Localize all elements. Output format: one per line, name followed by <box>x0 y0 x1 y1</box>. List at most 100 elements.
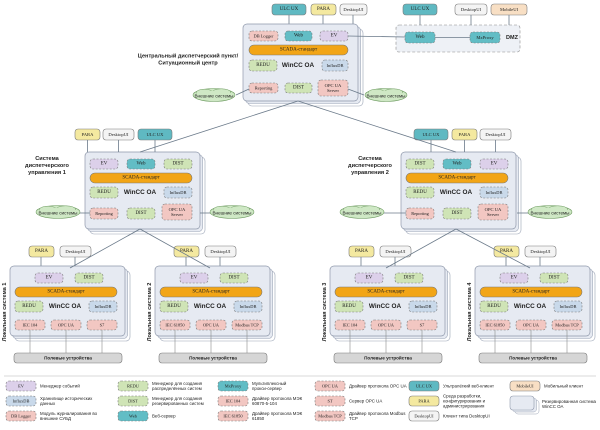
legend-swatch: DB Logger <box>5 410 37 422</box>
redu-manager: REDU <box>479 300 509 313</box>
component-label: PARA <box>180 249 193 254</box>
local2-title: Локальная система 2 <box>147 283 153 342</box>
iec104-driver: IEC 104 <box>334 319 366 331</box>
component-label: EV <box>331 34 338 39</box>
component-label: Modbus TCP <box>318 414 342 419</box>
event-manager: EV <box>179 272 209 284</box>
component-label: OPC UA <box>58 323 75 328</box>
legend-text: Менеджер для создания <box>152 381 203 386</box>
web-server-dmz: Web <box>404 31 436 44</box>
event-manager: EV <box>354 272 384 284</box>
external-systems-label: Внешние системы <box>212 211 251 216</box>
component-label: OPC UA <box>322 384 339 389</box>
opcua-driver: OPC UA <box>195 319 227 331</box>
legend-text: конфигурирования и <box>443 399 486 404</box>
component-label: DIST <box>403 276 414 281</box>
component-label: SCADA-стандарт <box>47 290 85 295</box>
component-label: ULC UX <box>280 7 299 12</box>
component-label: Server <box>171 212 183 217</box>
component-label: DIST <box>83 276 94 281</box>
component-label: PARA <box>82 132 95 137</box>
external-systems-cloud: Внешние системы <box>339 205 385 219</box>
component-label: REDU <box>342 304 356 309</box>
external-systems-cloud: Внешние системы <box>209 205 255 219</box>
external-systems-label: Внешние системы <box>530 211 569 216</box>
legend-swatch: MobileUI <box>509 380 541 392</box>
para-client: PARA <box>451 128 478 141</box>
wincc-oa-title: WinCC OA <box>514 303 547 310</box>
redu-manager: REDU <box>89 186 119 199</box>
legend-text: Мультиплексный <box>252 381 287 386</box>
local1-title: Локальная система 1 <box>2 283 8 342</box>
external-systems-label: Внешние системы <box>366 94 405 99</box>
web-server: Web <box>284 30 313 42</box>
dist-manager: DIST <box>219 272 249 284</box>
legend-text: Ультралёгкий веб-клиент <box>443 384 494 389</box>
component-label: PARA <box>500 249 513 254</box>
legend-text: Менеджер событий <box>40 384 80 389</box>
ulc-ux-client: ULC UX <box>137 128 173 141</box>
legend-text: TCP <box>349 416 358 421</box>
redu-manager: REDU <box>248 59 278 72</box>
component-label: IEC 61850 <box>165 323 185 328</box>
component-label: EV <box>491 162 498 167</box>
component-label: OPC UA <box>523 323 540 328</box>
component-label: Reporting <box>95 211 113 216</box>
component-label: DesktopUI <box>461 7 482 12</box>
legend-text: Драйвер протокола МЭК <box>252 411 303 416</box>
link-central-control1 <box>139 100 299 153</box>
scada-standard-bus: SCADA-стандарт <box>159 286 263 298</box>
modbus-driver: Modbus TCP <box>551 319 583 331</box>
field-devices: Полевые устройства <box>333 352 443 364</box>
legend-text: Модуль журналирования во <box>40 411 98 416</box>
field-devices: Полевые устройства <box>158 352 268 364</box>
legend-text: прокси-сервер <box>252 386 282 391</box>
external-systems-cloud: Внешние системы <box>364 88 408 102</box>
component-label: IEC 61850 <box>485 323 505 328</box>
dist-manager: DIST <box>163 158 193 170</box>
event-manager: EV <box>34 272 64 284</box>
influxdb: InfluxDB <box>553 300 583 313</box>
legend-swatch: ST <box>314 395 346 407</box>
external-systems-cloud: Внешние системы <box>192 88 236 102</box>
para-client: PARA <box>310 3 337 16</box>
control1-title: управления 1 <box>28 170 66 176</box>
legend-swatch: DesktopUI <box>408 410 440 422</box>
event-manager: EV <box>499 272 529 284</box>
influxdb: InfluxDB <box>233 300 263 313</box>
legend-swatch: Modbus TCP <box>314 410 346 422</box>
component-label: Web <box>129 414 138 419</box>
legend-text: Резервированная система <box>542 399 596 404</box>
component-label: Reporting <box>411 211 429 216</box>
component-label: DesktopUI <box>485 132 506 137</box>
s7-driver: S7 <box>86 319 118 331</box>
component-label: REDU <box>22 304 36 309</box>
legend-swatch: IEC 104 <box>217 395 249 407</box>
component-label: Полевые устройства <box>364 355 412 361</box>
legend-swatch: MxProxy <box>217 380 249 392</box>
component-label: DIST <box>128 399 138 404</box>
component-label: InfluxDB <box>327 63 344 68</box>
component-label: IEC 104 <box>23 323 39 328</box>
component-label: Server <box>487 212 499 217</box>
local3-title: Локальная система 3 <box>322 283 328 342</box>
component-label: MxProxy <box>225 384 242 389</box>
scada-standard-bus: SCADA-стандарт <box>479 286 583 298</box>
external-systems-label: Внешние системы <box>342 211 381 216</box>
scada-standard-bus: SCADA-стандарт <box>248 44 349 56</box>
influxdb: InfluxDB <box>163 186 193 199</box>
component-label: DesktopUI <box>385 249 406 254</box>
legend-text: Среда разработки, <box>443 393 481 398</box>
external-systems-label: Внешние системы <box>38 211 77 216</box>
component-label: Modbus TCP <box>555 323 579 328</box>
db-logger: DB Logger <box>248 30 279 42</box>
component-label: DesktopUI <box>210 249 231 254</box>
legend-text: Хранилище исторических <box>40 396 93 401</box>
control1-title: Система <box>35 156 59 162</box>
legend-text: Драйвер протокола Modbus <box>349 411 406 416</box>
event-manager: EV <box>479 158 509 170</box>
component-label: ULC UX <box>423 132 441 137</box>
mxproxy-dmz: MxProxy <box>469 31 501 44</box>
legend-swatch: ULC UX <box>408 380 440 392</box>
component-label: OPC UA <box>169 207 186 212</box>
